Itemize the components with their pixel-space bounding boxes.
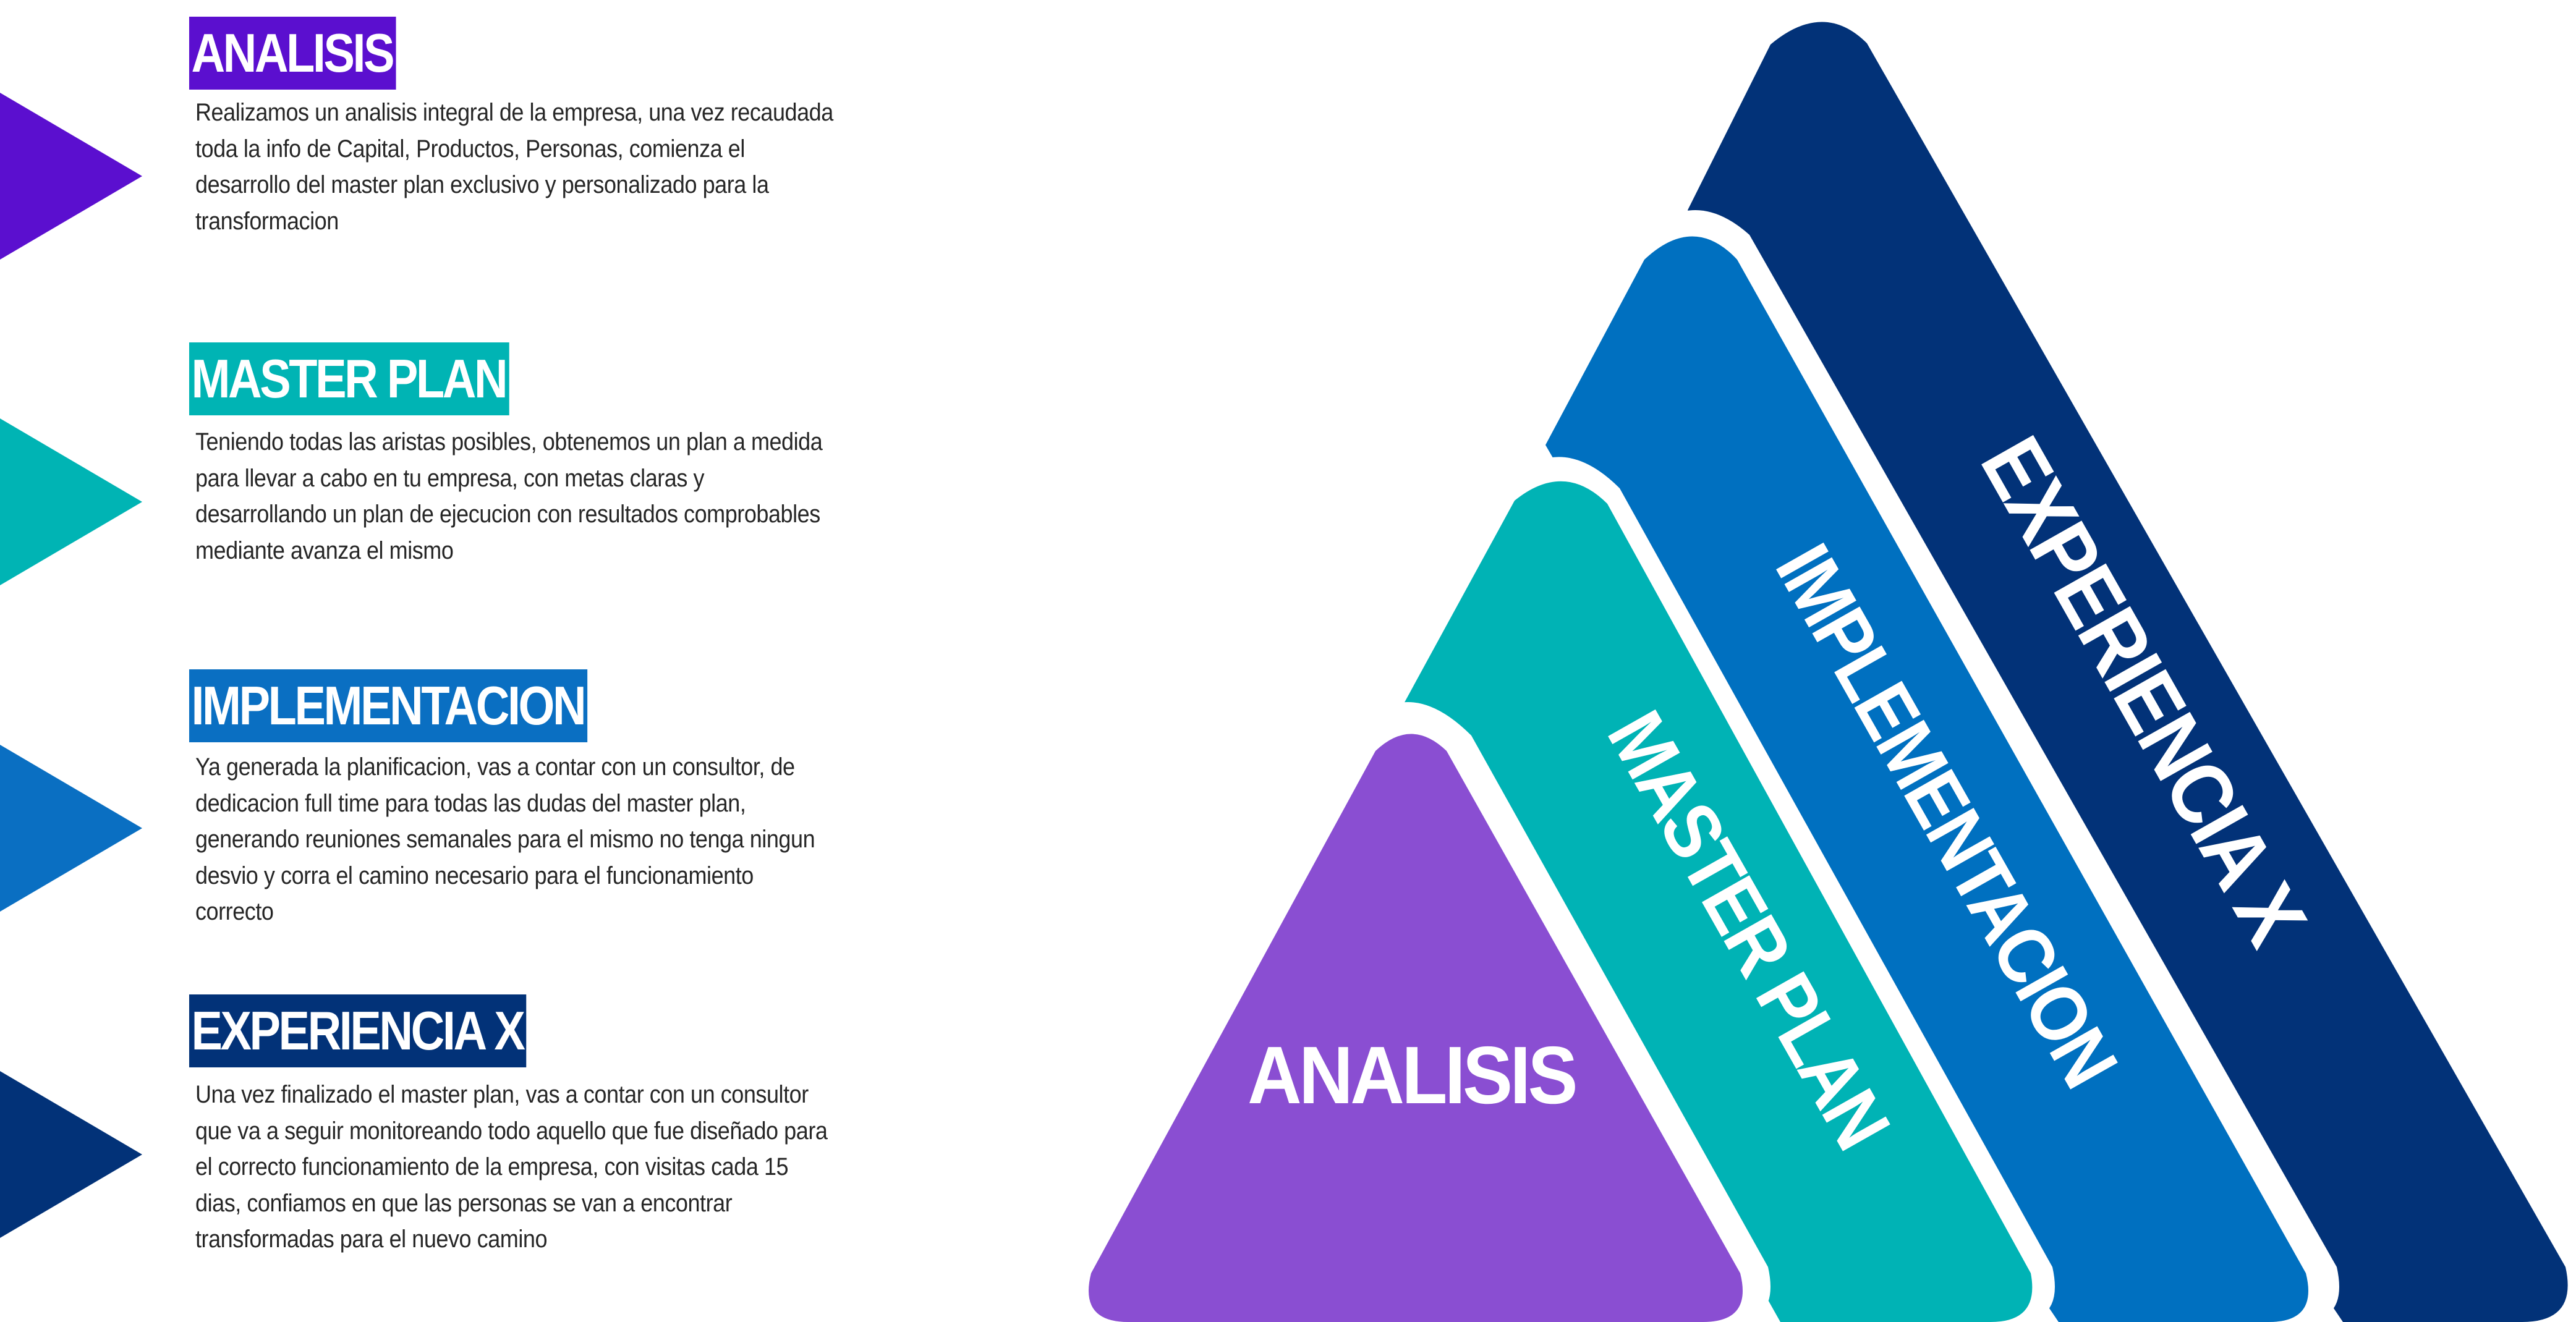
section-text-analisis: Realizamos un analisis integral de la em… — [195, 95, 919, 239]
pyramid-layer-analisis — [1089, 734, 1743, 1322]
text-line: correcto — [195, 898, 274, 925]
text-line: mediante avanza el mismo — [195, 536, 454, 564]
text-line: desarrollo del master plan exclusivo y p… — [195, 171, 769, 198]
text-line: que va a seguir monitoreando todo aquell… — [195, 1117, 828, 1145]
text-line: Ya generada la planificacion, vas a cont… — [195, 753, 795, 781]
text-line: dedicacion full time para todas las duda… — [195, 789, 746, 817]
text-line: toda la info de Capital, Productos, Pers… — [195, 135, 745, 163]
text-line: desarrollando un plan de ejecucion con r… — [195, 501, 820, 528]
text-line: para llevar a cabo en tu empresa, con me… — [195, 464, 705, 492]
section-text-implementacion: Ya generada la planificacion, vas a cont… — [195, 749, 919, 930]
text-line: desvio y corra el camino necesario para … — [195, 862, 754, 889]
text-line: Realizamos un analisis integral de la em… — [195, 99, 833, 126]
pyramid-layer-master-plan — [1403, 481, 2033, 1322]
section-title-experiencia-x: EXPERIENCIA X — [189, 994, 527, 1067]
experiencia-arrow-icon — [0, 1071, 142, 1238]
section-title-master-plan: MASTER PLAN — [189, 342, 509, 415]
section-title-analisis: ANALISIS — [189, 17, 396, 90]
pyramid-label-analisis: ANALISIS — [1248, 1029, 1575, 1121]
text-line: Una vez finalizado el master plan, vas a… — [195, 1081, 809, 1108]
text-line: Teniendo todas las aristas posibles, obt… — [195, 428, 823, 455]
text-line: transformacion — [195, 207, 339, 235]
text-line: generando reuniones semanales para el mi… — [195, 826, 815, 853]
section-text-master-plan: Teniendo todas las aristas posibles, obt… — [195, 424, 919, 569]
text-line: dias, confiamos en que las personas se v… — [195, 1189, 733, 1217]
text-line: transformadas para el nuevo camino — [195, 1226, 548, 1253]
implementacion-arrow-icon — [0, 745, 142, 912]
analisis-arrow-icon — [0, 93, 142, 260]
text-line: el correcto funcionamiento de la empresa… — [195, 1153, 789, 1180]
section-text-experiencia-x: Una vez finalizado el master plan, vas a… — [195, 1077, 919, 1258]
pyramid-layer-experiencia-x — [1688, 22, 2568, 1322]
section-title-implementacion: IMPLEMENTACION — [189, 669, 588, 742]
pyramid-layer-implementacion — [1545, 236, 2308, 1322]
master-plan-arrow-icon — [0, 418, 142, 585]
